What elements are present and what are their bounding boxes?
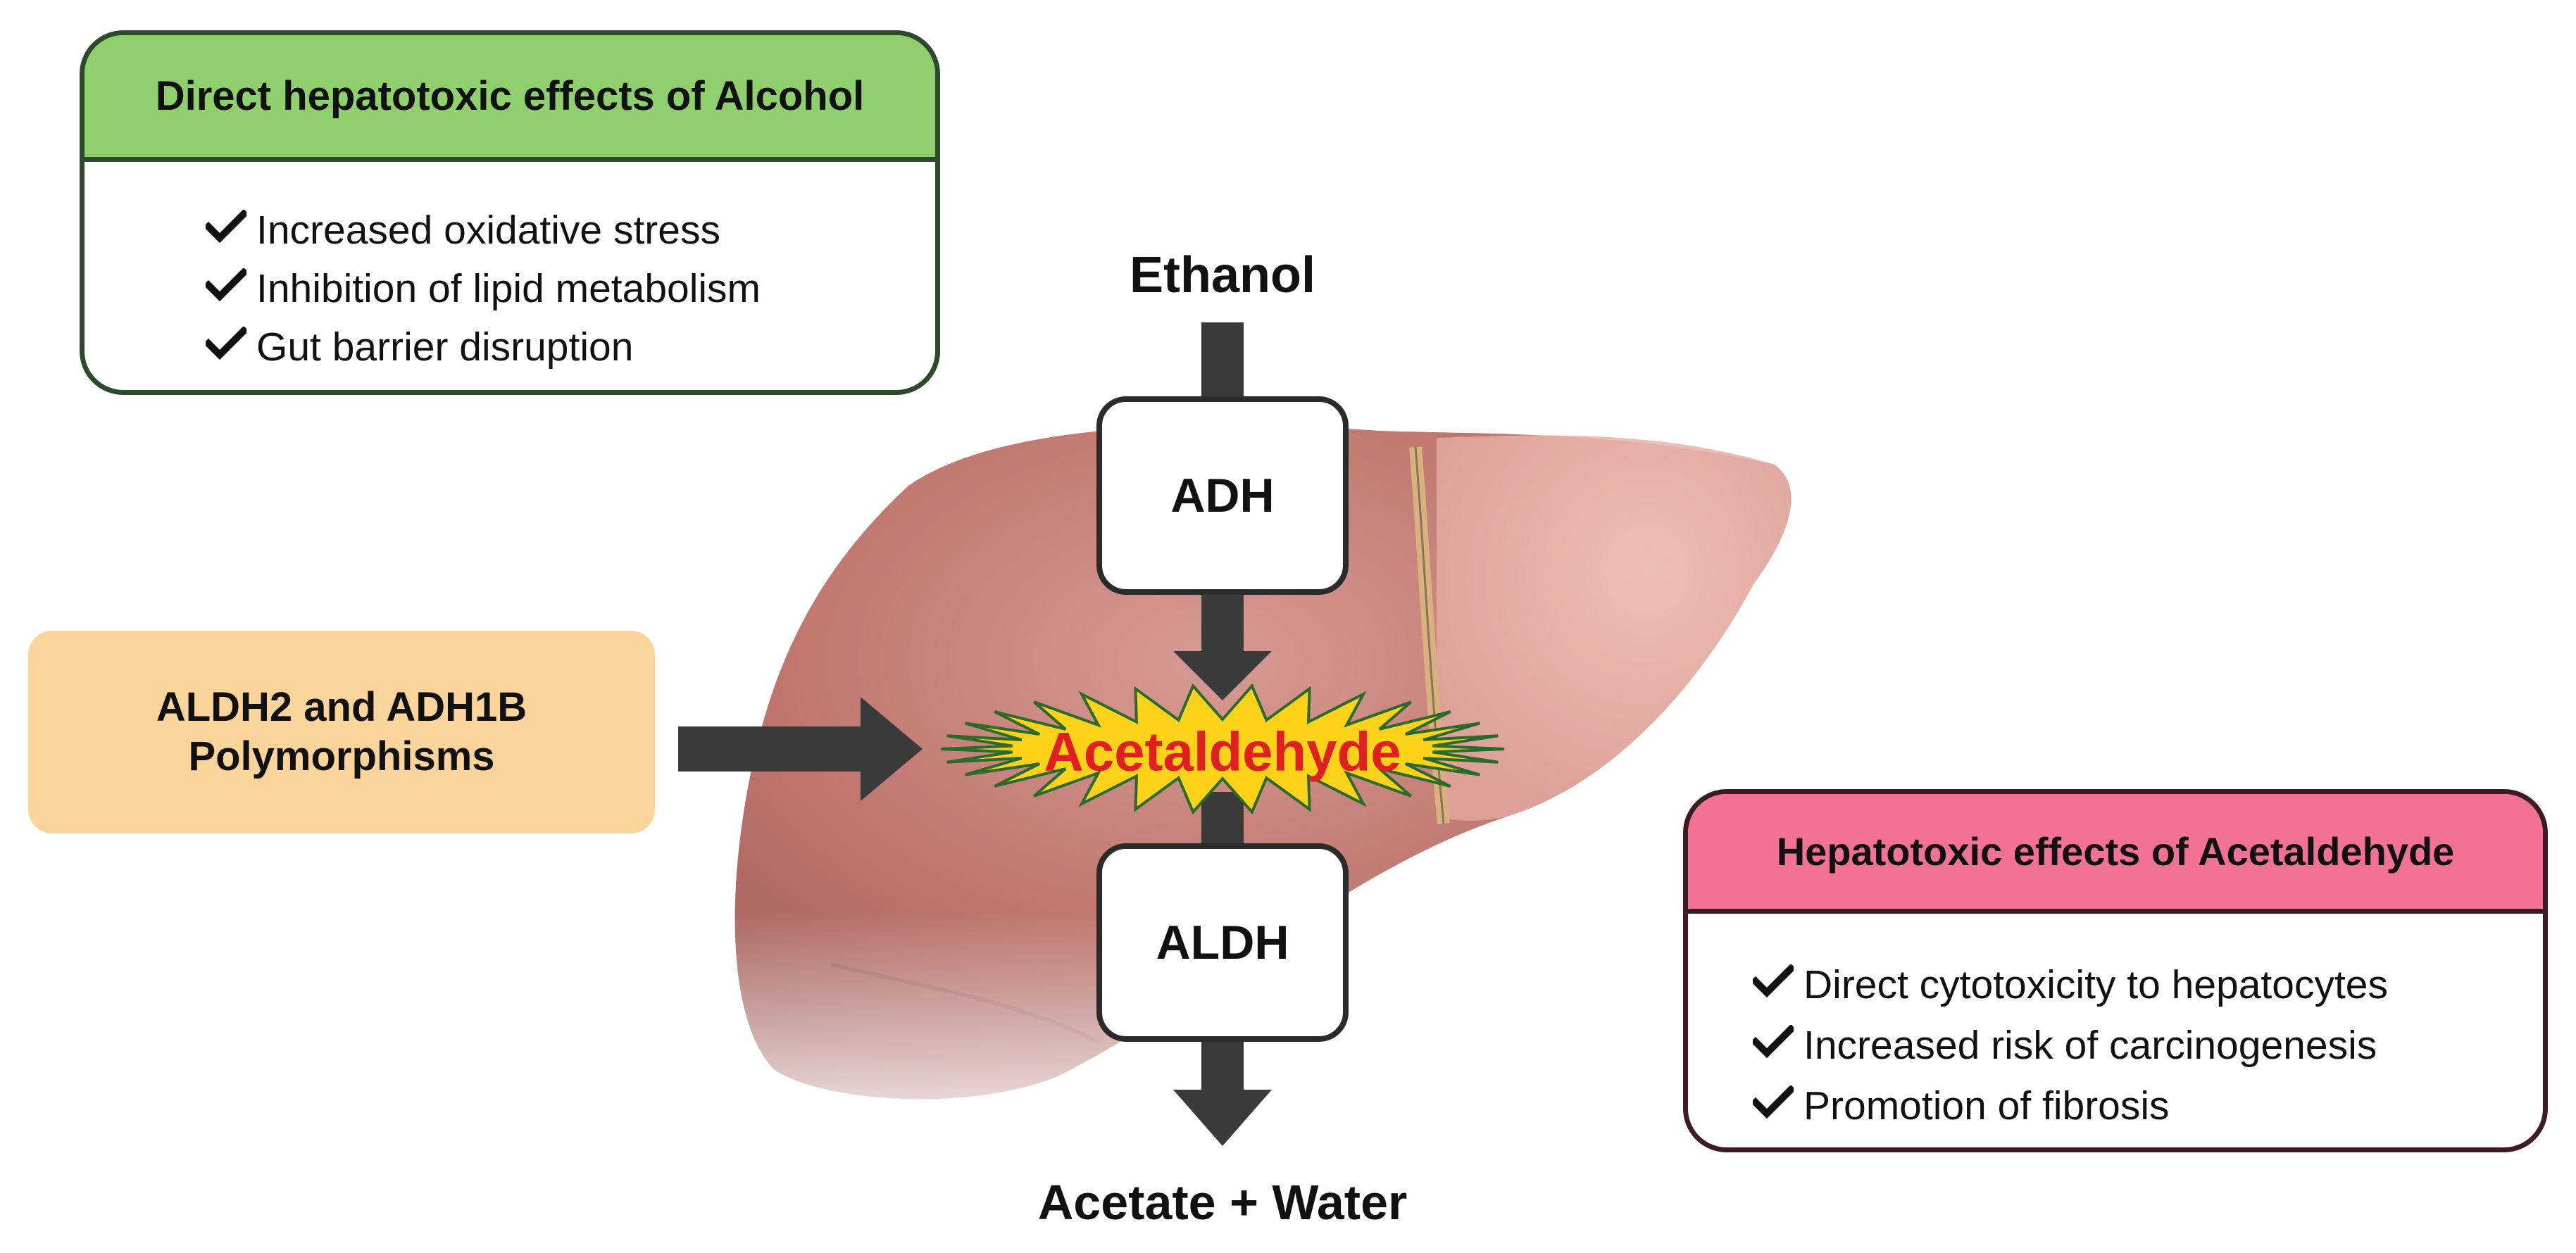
arrow-icon	[678, 697, 923, 801]
acetate-water-label: Acetate + Water	[1037, 1175, 1408, 1230]
check-icon	[1750, 1022, 1796, 1069]
alcohol-effects-title: Direct hepatotoxic effects of Alcohol	[85, 35, 935, 162]
list-item-label: Increased risk of carcinogenesis	[1803, 1023, 2377, 1068]
check-icon	[1750, 962, 1796, 1008]
ethanol-label: Ethanol	[1130, 247, 1315, 303]
list-item-label: Increased oxidative stress	[256, 207, 720, 253]
list-item: Gut barrier disruption	[203, 317, 935, 376]
list-item: Inhibition of lipid metabolism	[203, 259, 935, 317]
list-item: Increased risk of carcinogenesis	[1750, 1015, 2543, 1076]
arrow-icon	[1173, 1038, 1272, 1146]
arrow-icon	[1173, 591, 1272, 700]
adh-enzyme-box: ADH	[1096, 396, 1349, 595]
check-icon	[203, 207, 249, 253]
list-item: Increased oxidative stress	[203, 201, 935, 259]
acetaldehyde-effects-title: Hepatotoxic effects of Acetaldehyde	[1688, 794, 2543, 914]
acetaldehyde-effects-list: Direct cytotoxicity to hepatocytes Incre…	[1688, 914, 2543, 1136]
arrow-icon	[1201, 792, 1244, 848]
check-icon	[203, 324, 249, 370]
arrow-icon	[1201, 322, 1244, 401]
aldh-enzyme-box: ALDH	[1096, 843, 1349, 1042]
list-item-label: Direct cytotoxicity to hepatocytes	[1803, 962, 2389, 1007]
list-item-label: Promotion of fibrosis	[1803, 1083, 2170, 1128]
check-icon	[203, 265, 249, 312]
polymorphisms-line-1: ALDH2 and ADH1B	[156, 684, 527, 731]
polymorphisms-box: ALDH2 and ADH1B Polymorphisms	[28, 631, 655, 833]
check-icon	[1750, 1083, 1796, 1129]
alcohol-effects-list: Increased oxidative stress Inhibition of…	[85, 162, 935, 376]
acetaldehyde-label: Acetaldehyde	[1044, 720, 1401, 783]
acetaldehyde-effects-panel: Hepatotoxic effects of Acetaldehyde Dire…	[1683, 789, 2548, 1152]
alcohol-effects-panel: Direct hepatotoxic effects of Alcohol In…	[80, 30, 940, 395]
polymorphisms-line-2: Polymorphisms	[188, 733, 495, 779]
list-item: Direct cytotoxicity to hepatocytes	[1750, 955, 2543, 1015]
list-item-label: Inhibition of lipid metabolism	[256, 265, 761, 311]
list-item: Promotion of fibrosis	[1750, 1076, 2543, 1136]
list-item-label: Gut barrier disruption	[256, 324, 634, 370]
starburst-icon	[940, 683, 1505, 815]
